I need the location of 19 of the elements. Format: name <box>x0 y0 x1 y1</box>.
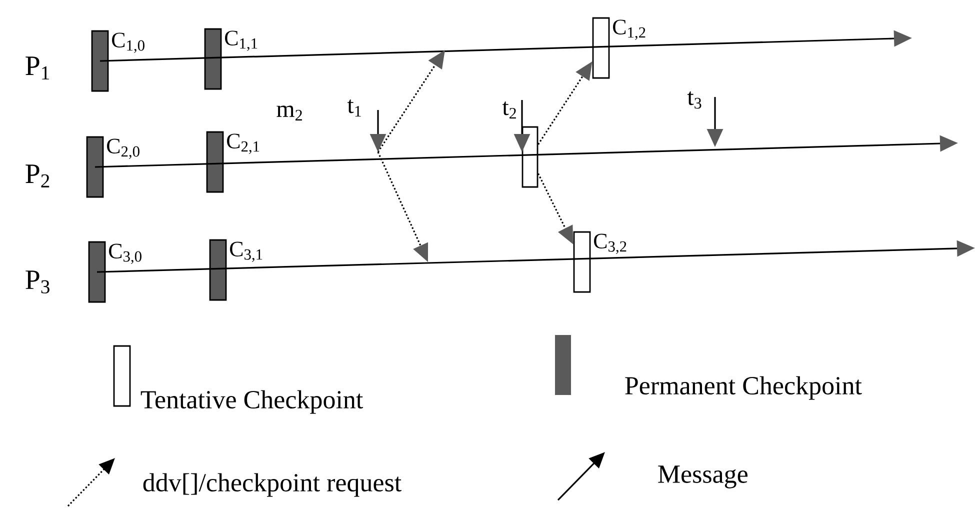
legend-label: Permanent Checkpoint <box>625 376 862 400</box>
checkpoint-label: C$_{3,0}$ <box>109 244 142 264</box>
time-label: t$_{3}$ <box>687 91 702 109</box>
time-label: t$_{1}$ <box>347 99 361 117</box>
checkpoint-label: C$_{3,1}$ <box>230 242 262 262</box>
checkpoint-label: C$_{2,0}$ <box>107 138 140 159</box>
message-label: m$_{2}$ <box>276 106 302 120</box>
process-label: P$_{1}$ <box>26 56 50 80</box>
checkpoint-label: C$_{1,0}$ <box>112 32 144 53</box>
checkpoint-label: C$_{1,2}$ <box>613 20 646 40</box>
process-label: P$_{2}$ <box>26 164 50 188</box>
checkpoint-label: C$_{1,1}$ <box>225 30 258 51</box>
checkpoint-label: C$_{2,1}$ <box>227 134 260 154</box>
process-label: P$_{3}$ <box>26 270 50 294</box>
time-label: t$_{2}$ <box>502 101 516 119</box>
legend-label: ddv[]/checkpoint request <box>143 473 402 497</box>
checkpoint-label: C$_{3,2}$ <box>594 234 626 254</box>
legend-label: Tentative Checkpoint <box>140 390 363 414</box>
legend-label: Message <box>658 466 748 488</box>
